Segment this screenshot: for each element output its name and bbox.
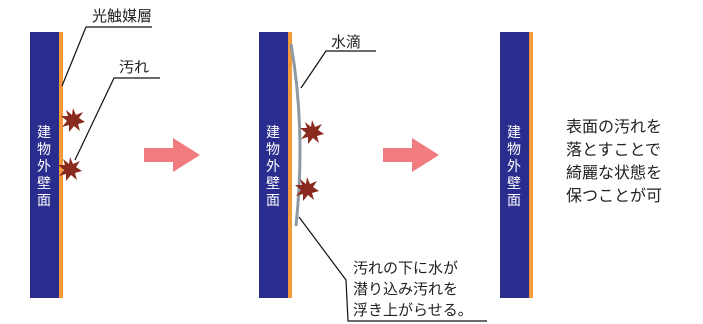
water-film bbox=[289, 43, 302, 227]
coating-layer-3 bbox=[529, 32, 533, 298]
dirt-label: 汚れ bbox=[119, 58, 149, 76]
wall-label-2: 建物外壁面 bbox=[266, 125, 280, 209]
panel-water: 建物外壁面 水滴 汚れの下に水が 潜り込み汚れを 浮き上がらせる。 bbox=[259, 32, 487, 322]
coating-layer-2 bbox=[288, 32, 292, 298]
right-arrow-icon bbox=[144, 138, 200, 172]
explanation-line-3: 浮き上がらせる。 bbox=[353, 301, 473, 319]
explanation-line-1: 汚れの下に水が bbox=[353, 259, 458, 277]
explanation-line-2: 潜り込み汚れを bbox=[353, 280, 458, 298]
right-arrow-icon bbox=[383, 138, 439, 172]
result-line-3: 綺麗な状態を bbox=[566, 163, 662, 182]
wall-label-char: 物 bbox=[266, 142, 280, 158]
photocatalyst-label: 光触媒層 bbox=[92, 7, 152, 25]
wall-label-char: 建 bbox=[37, 125, 51, 141]
wall-label-char: 面 bbox=[507, 193, 521, 209]
building-wall-1 bbox=[30, 32, 59, 298]
result-line-4: 保つことが可 bbox=[566, 186, 662, 205]
dirt-splat-icon bbox=[61, 108, 85, 132]
water-drop-label: 水滴 bbox=[331, 33, 361, 51]
wall-label-char: 外 bbox=[507, 159, 521, 175]
wall-label-char: 建 bbox=[507, 125, 521, 141]
leader-line-explanation bbox=[298, 216, 487, 322]
wall-label-char: 物 bbox=[507, 142, 521, 158]
wall-label-char: 壁 bbox=[37, 176, 51, 192]
wall-label-char: 物 bbox=[37, 142, 51, 158]
result-description: 表面の汚れを 落とすことで 綺麗な状態を 保つことが可 bbox=[566, 117, 662, 205]
wall-label-char: 建 bbox=[266, 125, 280, 141]
wall-label-char: 壁 bbox=[266, 176, 280, 192]
building-wall-3 bbox=[500, 32, 529, 298]
wall-label-char: 面 bbox=[37, 193, 51, 209]
leader-line-dirt bbox=[74, 77, 160, 161]
panel-after: 建物外壁面 bbox=[500, 32, 533, 298]
wall-label-1: 建物外壁面 bbox=[37, 125, 51, 209]
building-wall-2 bbox=[259, 32, 288, 298]
wall-label-char: 外 bbox=[37, 159, 51, 175]
result-line-2: 落とすことで bbox=[566, 140, 661, 159]
leader-line-photocatalyst bbox=[61, 26, 152, 87]
dirt-splat-icon bbox=[300, 120, 324, 144]
panel-before: 建物外壁面 光触媒層 汚れ bbox=[30, 7, 160, 298]
wall-label-char: 面 bbox=[266, 193, 280, 209]
leader-line-water bbox=[300, 50, 376, 89]
wall-label-char: 外 bbox=[266, 159, 280, 175]
wall-label-char: 壁 bbox=[507, 176, 521, 192]
result-line-1: 表面の汚れを bbox=[566, 117, 662, 136]
wall-label-3: 建物外壁面 bbox=[507, 125, 521, 209]
